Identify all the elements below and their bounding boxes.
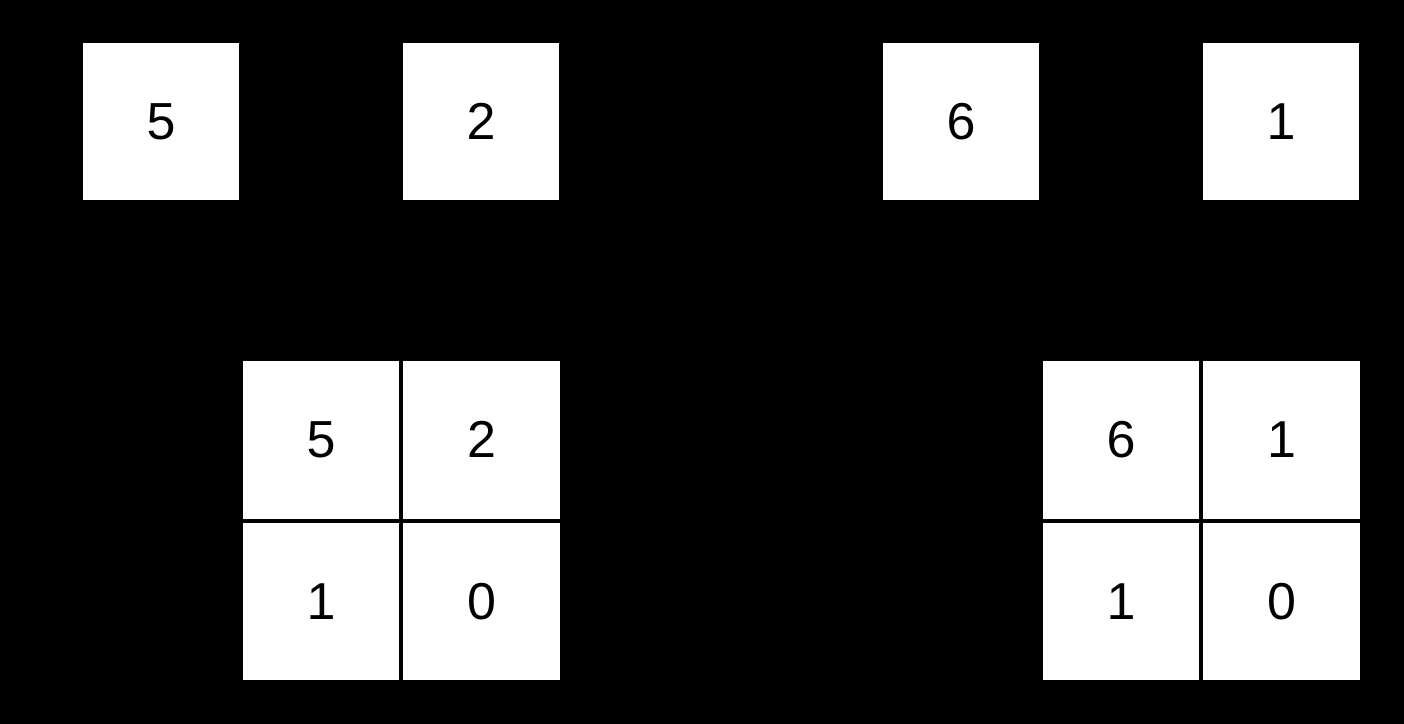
matrix-right-cell-r2c2: 0 (1203, 523, 1360, 680)
matrix-left-cell-r1c1: 5 (243, 361, 399, 519)
matrix-left-value-r1c1: 5 (306, 411, 336, 469)
matrix-left-value-r2c1: 1 (306, 572, 336, 631)
matrix-left-value-r1c2: 2 (467, 411, 496, 469)
scalar-value-1: 5 (146, 92, 176, 151)
matrix-left-cell-r1c2: 2 (403, 361, 560, 519)
matrix-left-cell-r2c2: 0 (403, 523, 560, 680)
matrix-right-value-r2c2: 0 (1267, 572, 1296, 631)
matrix-left-value-r2c2: 0 (467, 572, 496, 631)
scalar-value-4: 1 (1266, 92, 1296, 151)
scalar-card-2: 2 (403, 43, 559, 200)
scalar-card-1: 5 (83, 43, 239, 200)
matrix-left: 5 2 1 0 (243, 361, 560, 680)
scalar-value-3: 6 (946, 92, 976, 151)
matrix-right-value-r2c1: 1 (1106, 572, 1136, 631)
scalar-card-3: 6 (883, 43, 1039, 200)
scalar-card-4: 1 (1203, 43, 1359, 200)
matrix-right-cell-r2c1: 1 (1043, 523, 1199, 680)
matrix-right-cell-r1c2: 1 (1203, 361, 1360, 519)
matrix-right: 6 1 1 0 (1043, 361, 1360, 680)
scalar-value-2: 2 (466, 92, 496, 151)
matrix-right-cell-r1c1: 6 (1043, 361, 1199, 519)
matrix-right-value-r1c1: 6 (1106, 411, 1136, 469)
matrix-right-value-r1c2: 1 (1267, 411, 1296, 469)
matrix-left-cell-r2c1: 1 (243, 523, 399, 680)
